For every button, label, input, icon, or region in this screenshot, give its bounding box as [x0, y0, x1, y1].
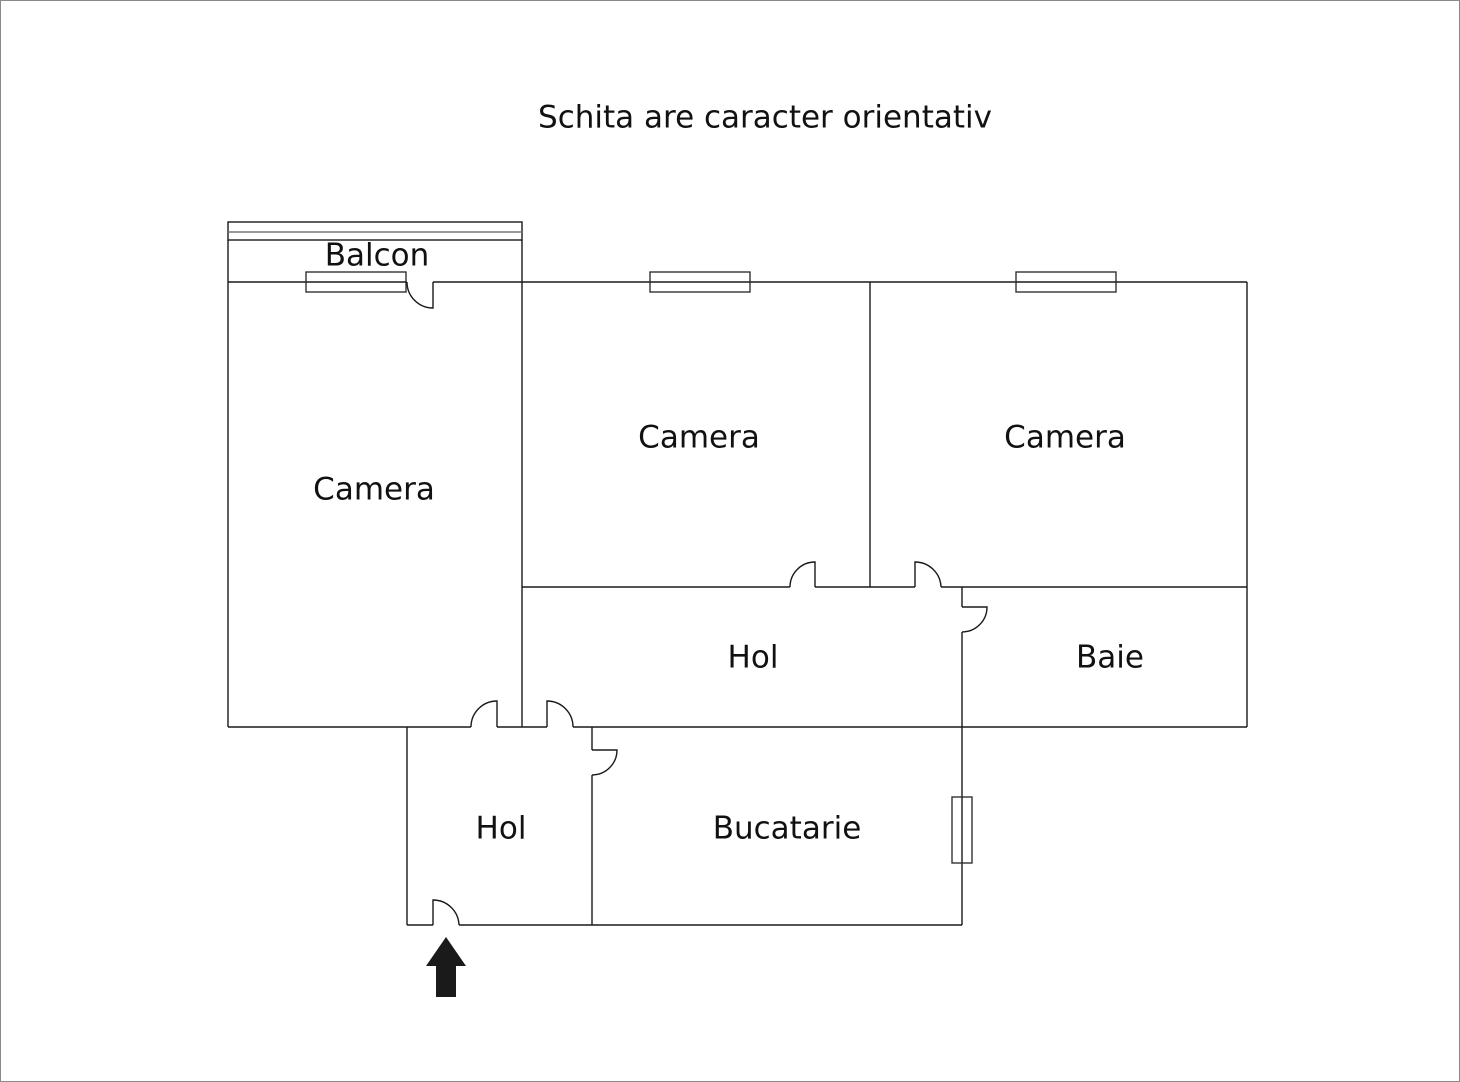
door-camera-3	[914, 561, 942, 588]
outer-walls	[227, 281, 1248, 926]
windows	[305, 271, 1117, 864]
room-label-camera-1: Camera	[313, 471, 435, 508]
room-label-camera-3: Camera	[1004, 419, 1126, 456]
room-label-hol-1: Hol	[727, 639, 779, 676]
entrance-arrow-icon	[426, 937, 466, 997]
door-hol	[546, 700, 574, 728]
plan-title: Schita are caracter orientativ	[538, 99, 992, 136]
balcony	[227, 221, 523, 282]
room-label-bucatarie: Bucatarie	[712, 810, 862, 847]
room-label-hol-2: Hol	[475, 810, 527, 847]
door-bucatarie	[591, 749, 618, 776]
door-camera-1	[470, 700, 498, 728]
door-camera-2	[789, 561, 816, 588]
door-baie	[961, 606, 988, 633]
doors	[406, 281, 988, 926]
room-label-balcon: Balcon	[324, 237, 430, 274]
room-label-baie: Baie	[1076, 639, 1144, 676]
door-balcony	[406, 281, 434, 309]
room-label-camera-2: Camera	[638, 419, 760, 456]
interior-walls	[521, 282, 1247, 925]
door-entrance	[432, 899, 460, 926]
